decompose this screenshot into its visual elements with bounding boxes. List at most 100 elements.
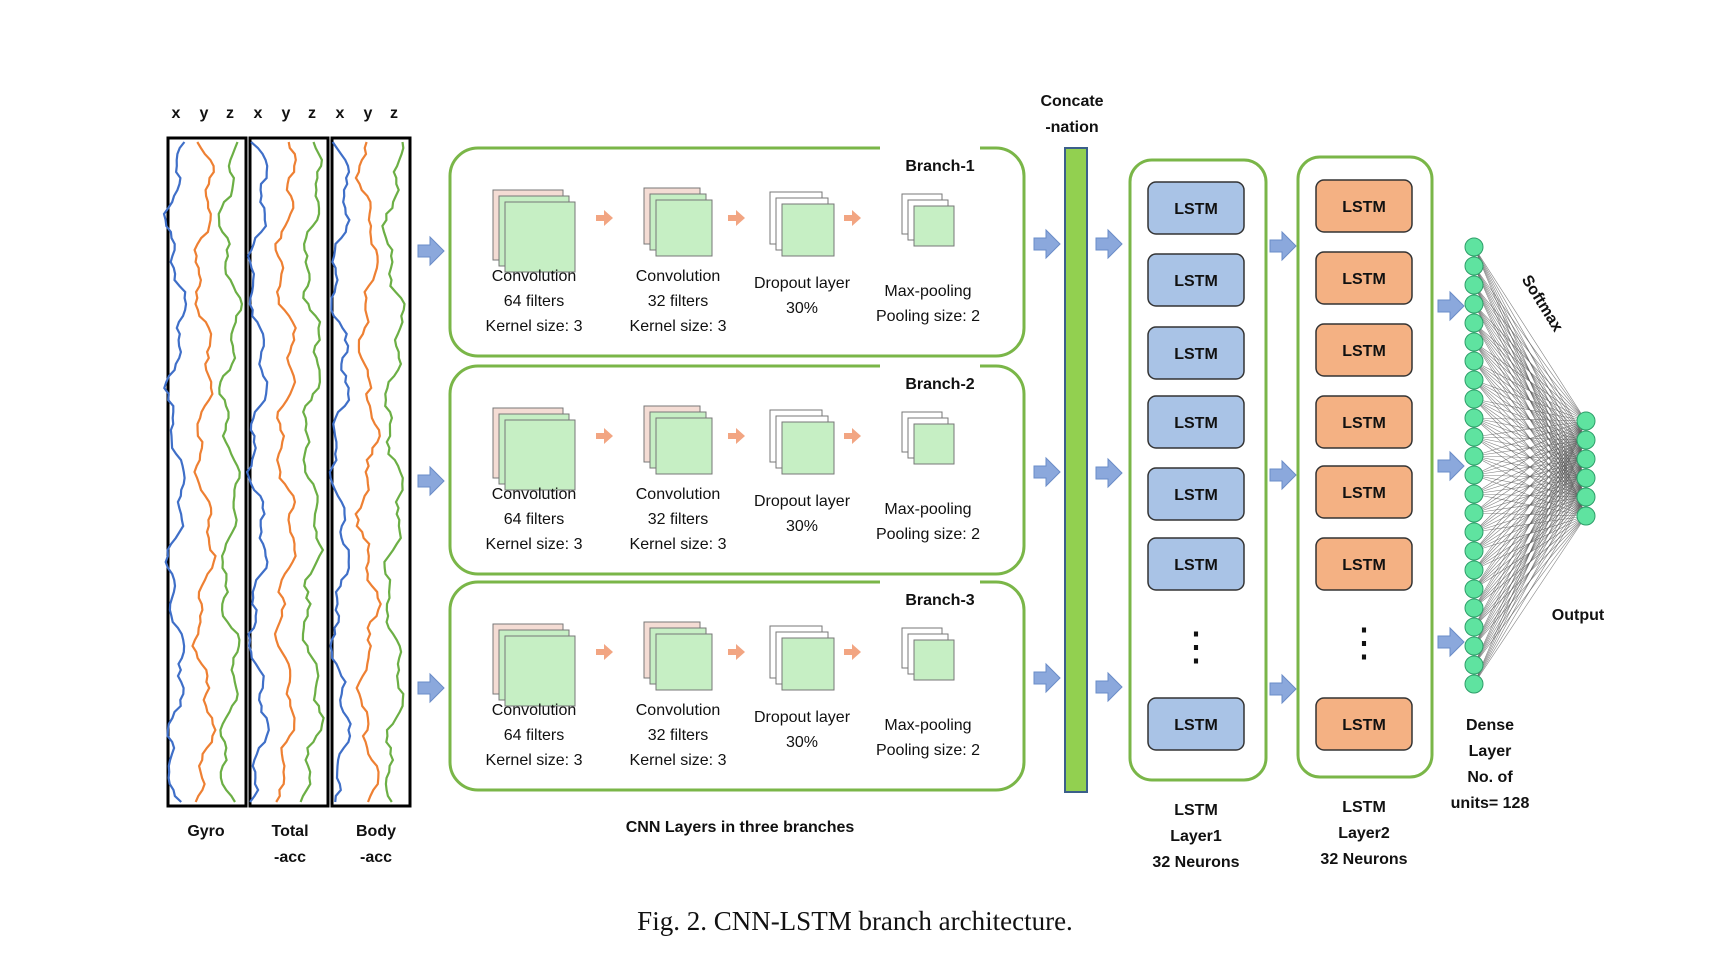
dense-connection	[1473, 496, 1587, 685]
dense-connection	[1473, 398, 1587, 422]
blue-arrow	[417, 465, 445, 497]
lstm-cell-box	[1147, 537, 1245, 591]
input-to-branch-arrows	[417, 235, 445, 704]
lstm-cell-label: LSTM	[1174, 557, 1218, 574]
branch-frame-gap	[880, 362, 980, 372]
blue-arrow	[1437, 290, 1465, 322]
feature-map	[781, 421, 835, 475]
dense-node	[1464, 522, 1484, 542]
lstm-cell-box	[1315, 323, 1413, 377]
lstm-cell-box	[1147, 181, 1245, 235]
dense-node	[1464, 427, 1484, 447]
dense-connection	[1473, 420, 1587, 495]
feature-map	[504, 635, 576, 707]
dense-caption: Dense	[1466, 717, 1514, 734]
feature-map	[655, 199, 713, 257]
feature-map	[913, 423, 955, 465]
dense-connection	[1473, 265, 1587, 422]
lstm-cell-box	[1315, 179, 1413, 233]
blue-arrow	[1437, 450, 1465, 482]
concatenation: Concate -nation	[1040, 93, 1104, 793]
dense-node	[1464, 370, 1484, 390]
orange-arrow	[844, 644, 861, 660]
lstm-cell-label: LSTM	[1342, 717, 1386, 734]
feature-map	[504, 201, 576, 273]
feature-map	[913, 639, 955, 681]
stage-label: Convolution	[492, 268, 577, 285]
dense-connection	[1473, 420, 1587, 609]
stage-label: Pooling size: 2	[876, 308, 980, 325]
branch-frame	[448, 146, 1026, 358]
feature-map	[781, 637, 835, 691]
lstm-cell: LSTM	[1315, 323, 1413, 377]
lstm-cell-label: LSTM	[1174, 415, 1218, 432]
output-node	[1576, 449, 1596, 469]
lstm-cell-box	[1315, 697, 1413, 751]
signal-wave	[162, 141, 188, 803]
lstm-cell-box	[1315, 395, 1413, 449]
stage-label: Pooling size: 2	[876, 526, 980, 543]
dense-connection	[1473, 420, 1587, 438]
dense-caption: units= 128	[1451, 795, 1530, 812]
lstm-cell: LSTM	[1315, 537, 1413, 591]
output-nodes	[1576, 411, 1596, 526]
dense-node	[1464, 313, 1484, 333]
stage-label: Kernel size: 3	[630, 318, 727, 335]
lstm-cell: LSTM	[1147, 467, 1245, 521]
dense-layer-nodes	[1464, 237, 1484, 694]
axis-label-z: z	[390, 105, 398, 122]
lstm-cell-box	[1147, 697, 1245, 751]
blue-arrow	[417, 235, 445, 267]
lstm-layer-2-frame	[1296, 155, 1434, 779]
signal-wave	[381, 141, 406, 803]
lstm-cell-label: LSTM	[1174, 487, 1218, 504]
lstm-layer-1-caption: Layer1	[1170, 828, 1222, 845]
feature-map	[655, 633, 713, 691]
lstm-cell: LSTM	[1147, 395, 1245, 449]
lstm-cell: LSTM	[1315, 395, 1413, 449]
blue-arrow	[1095, 228, 1123, 260]
blue-arrow	[1269, 459, 1297, 491]
dense-node	[1464, 351, 1484, 371]
dense-connection	[1473, 420, 1587, 533]
signal-wave	[354, 141, 382, 803]
orange-arrow	[844, 210, 861, 226]
signal-wave	[273, 141, 297, 803]
stage-label: 32 filters	[648, 511, 708, 528]
signal-waveforms	[162, 141, 406, 803]
lstm2-to-dense-arrows	[1437, 290, 1465, 658]
stage-label: Dropout layer	[754, 275, 851, 292]
branch-frame	[448, 364, 1026, 576]
stage-label: Max-pooling	[884, 717, 971, 734]
lstm-layer-1-caption: LSTM	[1174, 802, 1218, 819]
lstm-cell-label: LSTM	[1342, 343, 1386, 360]
total-acc-label: Total	[271, 823, 308, 840]
blue-arrow	[1437, 626, 1465, 658]
axis-labels: x y z x y z x y z	[172, 105, 398, 122]
dense-network: Softmax Output Dense Layer No. of units=…	[1451, 237, 1605, 812]
axis-label-x: x	[172, 105, 181, 122]
dense-node	[1464, 560, 1484, 580]
lstm-cell-label: LSTM	[1174, 273, 1218, 290]
branch-to-concat-arrows	[1033, 228, 1061, 694]
signal-group-labels: Gyro Total -acc Body -acc	[187, 823, 396, 866]
stage-label: 32 filters	[648, 727, 708, 744]
concat-label: Concate	[1040, 93, 1103, 110]
lstm-cell-label: LSTM	[1342, 271, 1386, 288]
dense-connection	[1473, 322, 1587, 422]
lstm-layer-1-ellipsis: ⋮	[1176, 625, 1216, 669]
signal-wave	[328, 141, 352, 803]
dense-connection	[1473, 284, 1587, 422]
axis-label-z: z	[226, 105, 234, 122]
dense-connection	[1473, 420, 1587, 590]
total-acc-label-2: -acc	[274, 849, 306, 866]
body-acc-label-2: -acc	[360, 849, 392, 866]
